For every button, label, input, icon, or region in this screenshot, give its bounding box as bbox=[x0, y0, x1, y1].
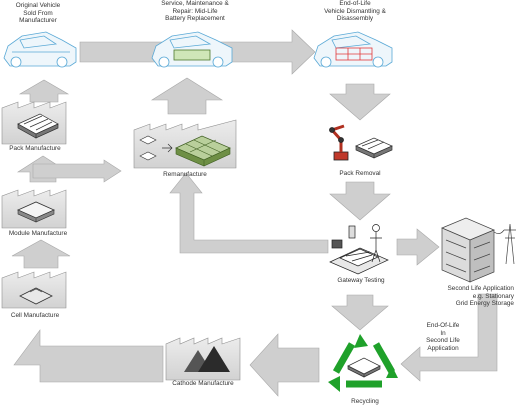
label-line: Second Life Application bbox=[447, 285, 514, 292]
label-original-vehicle: Original Vehicle Sold From Manufacturer bbox=[6, 2, 70, 25]
battery-pack-icon bbox=[175, 135, 231, 167]
arrow-pack-removal-down bbox=[329, 181, 391, 221]
label-end-of-life: End-of-Life Vehicle Dismantling & Disass… bbox=[310, 0, 400, 23]
arrow-to-second-life bbox=[396, 228, 440, 266]
label-line: Repair: Mid-Life bbox=[172, 7, 218, 15]
factory-cell bbox=[1, 271, 67, 309]
label-line: Application bbox=[427, 344, 459, 352]
cathode-material-icon bbox=[184, 346, 230, 372]
label-line: Battery Replacement bbox=[165, 15, 225, 23]
label-line: e.g. Stationary bbox=[472, 292, 514, 300]
label-line: Vehicle Dismantling & bbox=[324, 7, 386, 15]
label-service: Service, Maintenance & Repair: Mid-Life … bbox=[150, 0, 240, 23]
label-module-manufacture: Module Manufacture bbox=[8, 230, 68, 237]
arrow-eol-down bbox=[329, 83, 391, 121]
power-pylon-icon bbox=[493, 223, 516, 265]
label-eol-second-life: End-Of-Life In Second Life Application bbox=[418, 322, 468, 352]
battery-cell-icon bbox=[19, 287, 53, 305]
battery-module-icon bbox=[17, 201, 55, 223]
car-battery-icon bbox=[151, 31, 233, 68]
factory-cathode bbox=[165, 337, 241, 381]
battery-module-icon bbox=[139, 135, 157, 161]
label-line: Grid Energy Storage bbox=[455, 300, 514, 308]
label-remanufacture: Remanufacture bbox=[163, 171, 207, 178]
arrow-recycling-to-cathode bbox=[249, 333, 320, 397]
label-line: In bbox=[440, 329, 446, 337]
label-cathode-manufacture: Cathode Manufacture bbox=[172, 380, 234, 387]
arrow-gateway-to-remanufacture bbox=[169, 172, 329, 254]
car-dismantled-icon bbox=[313, 31, 393, 68]
recycle-symbol-icon bbox=[332, 342, 396, 388]
label-line: Manufacturer bbox=[19, 17, 57, 25]
label-line: Second Life bbox=[426, 337, 460, 345]
label-pack-manufacture: Pack Manufacture bbox=[9, 145, 61, 152]
label-second-life: Second Life Application e.g. Stationary … bbox=[432, 285, 514, 308]
label-recycling: Recycling bbox=[351, 398, 379, 405]
arrow-remanufacture-to-service bbox=[150, 77, 224, 115]
label-line: End-of-Life bbox=[339, 0, 371, 7]
label-cell-manufacture: Cell Manufacture bbox=[10, 312, 60, 319]
label-line: Service, Maintenance & bbox=[161, 0, 229, 7]
factory-pack bbox=[1, 101, 67, 145]
factory-module bbox=[1, 189, 67, 229]
label-line: Disassembly bbox=[336, 15, 374, 23]
battery-pack-icon bbox=[17, 113, 59, 139]
battery-pack-icon bbox=[347, 357, 381, 378]
robot-arm-icon bbox=[329, 124, 349, 161]
label-line: End-Of-Life bbox=[426, 322, 460, 329]
label-line: Sold From bbox=[23, 9, 53, 17]
label-gateway-testing: Gateway Testing bbox=[337, 277, 385, 284]
car-outline-icon bbox=[3, 31, 77, 68]
battery-pack-icon bbox=[355, 137, 393, 159]
factory-remanufacture bbox=[133, 119, 237, 169]
grid-storage-building-icon bbox=[441, 217, 495, 283]
arrow-pack-to-remanufacture bbox=[32, 159, 122, 183]
label-line: Original Vehicle bbox=[15, 2, 61, 9]
arrow-pack-to-original bbox=[18, 79, 70, 103]
arrow-gateway-to-recycling bbox=[331, 294, 389, 331]
arrow-second-life-eol bbox=[400, 293, 498, 382]
technician-testing-icon bbox=[329, 224, 389, 275]
label-pack-removal: Pack Removal bbox=[339, 170, 381, 177]
arrow-cathode-to-cell bbox=[13, 329, 164, 383]
arrow-cell-to-module bbox=[11, 239, 71, 269]
